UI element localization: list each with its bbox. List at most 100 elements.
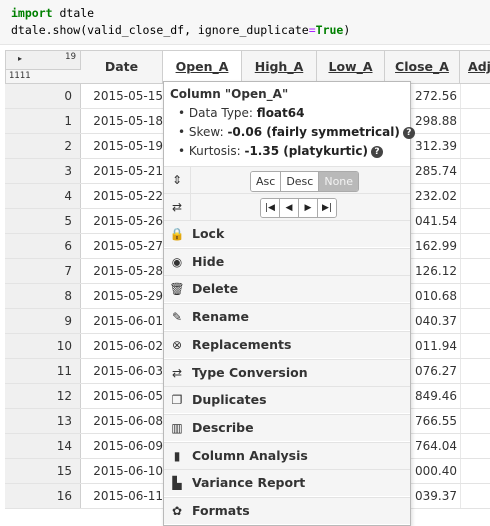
column-count: 19 <box>65 52 76 62</box>
sort-icon: ⇕ <box>164 167 191 193</box>
date-cell[interactable]: 2015-06-11 <box>93 489 163 503</box>
close-a-cell[interactable]: 764.04 <box>415 439 457 453</box>
close-a-cell[interactable]: 126.12 <box>415 264 457 278</box>
table-row[interactable]: 11 2015-06-03 076.27 <box>5 359 490 384</box>
sort-desc-button[interactable]: Desc <box>281 172 320 191</box>
date-cell[interactable]: 2015-05-18 <box>93 114 163 128</box>
move-last-button[interactable]: ▶| <box>318 199 336 217</box>
import-keyword: import <box>11 6 53 20</box>
row-index: 16 <box>5 484 81 508</box>
code-line-2: dtale.show(valid_close_df, ignore_duplic… <box>11 23 350 37</box>
date-cell[interactable]: 2015-05-29 <box>93 289 163 303</box>
close-a-cell[interactable]: 040.37 <box>415 314 457 328</box>
date-cell[interactable]: 2015-06-05 <box>93 389 163 403</box>
menu-item-variance-report[interactable]: ▙Variance Report <box>164 469 410 497</box>
date-cell[interactable]: 2015-05-22 <box>93 189 163 203</box>
menu-item-label: Formats <box>192 503 250 518</box>
menu-item-formats[interactable]: ✿Formats <box>164 497 410 524</box>
column-header-label: Open_A <box>175 59 229 74</box>
row-index: 8 <box>5 284 81 308</box>
row-index: 7 <box>5 259 81 283</box>
date-cell[interactable]: 2015-06-10 <box>93 464 163 478</box>
date-cell[interactable]: 2015-05-26 <box>93 214 163 228</box>
column-header-low-a[interactable]: Low_A <box>317 50 385 84</box>
menu-item-replacements[interactable]: ⊗Replacements <box>164 330 410 358</box>
menu-item-rename[interactable]: ✎Rename <box>164 303 410 331</box>
date-cell[interactable]: 2015-05-15 <box>93 89 163 103</box>
column-header-high-a[interactable]: High_A <box>242 50 317 84</box>
cell-divider <box>460 134 461 158</box>
menu-toggle-icon[interactable]: ▸ <box>18 54 23 63</box>
sort-none-button[interactable]: None <box>319 172 359 191</box>
close-a-cell[interactable]: 849.46 <box>415 389 457 403</box>
column-header-open-a[interactable]: Open_A <box>163 50 242 84</box>
move-row: ⇄ |◀ ◀ ▶ ▶| <box>164 193 410 220</box>
equals-operator: = <box>308 23 316 37</box>
close-a-cell[interactable]: 011.94 <box>415 339 457 353</box>
replace-icon: ⊗ <box>171 337 183 352</box>
menu-item-label: Rename <box>192 309 249 325</box>
sort-asc-button[interactable]: Asc <box>251 172 282 191</box>
close-a-cell[interactable]: 312.39 <box>415 139 457 153</box>
close-a-cell[interactable]: 232.02 <box>415 189 457 203</box>
date-cell[interactable]: 2015-06-03 <box>93 364 163 378</box>
column-header-adj[interactable]: Adj <box>460 50 490 84</box>
sort-button-group: Asc Desc None <box>250 171 360 192</box>
date-cell[interactable]: 2015-06-02 <box>93 339 163 353</box>
menu-item-hide[interactable]: ◉Hide <box>164 247 410 275</box>
menu-item-lock[interactable]: 🔒Lock <box>164 220 410 247</box>
cell-divider <box>460 384 461 408</box>
column-header-date[interactable]: Date <box>81 50 163 84</box>
close-a-cell[interactable]: 162.99 <box>415 239 457 253</box>
close-a-cell[interactable]: 041.54 <box>415 214 457 228</box>
cell-divider <box>460 359 461 383</box>
date-cell[interactable]: 2015-05-28 <box>93 264 163 278</box>
menu-item-label: Lock <box>192 226 225 241</box>
column-menu: Column "Open_A" • Data Type: float64 • S… <box>163 81 415 526</box>
menu-item-column-analysis[interactable]: ▮Column Analysis <box>164 441 410 469</box>
menu-item-type-conversion[interactable]: ⇄Type Conversion <box>164 358 410 386</box>
column-header-close-a[interactable]: Close_A <box>385 50 460 84</box>
close-a-cell[interactable]: 298.88 <box>415 114 457 128</box>
table-row[interactable]: 8 2015-05-29 010.68 <box>5 284 490 309</box>
date-cell[interactable]: 2015-05-21 <box>93 164 163 178</box>
close-a-cell[interactable]: 076.27 <box>415 364 457 378</box>
move-first-button[interactable]: |◀ <box>261 199 280 217</box>
help-icon[interactable]: ? <box>402 126 415 139</box>
close-a-cell[interactable]: 272.56 <box>415 89 457 103</box>
cell-divider <box>460 234 461 258</box>
row-count: 1111 <box>6 69 82 83</box>
close-a-cell[interactable]: 000.40 <box>415 464 457 478</box>
close-a-cell[interactable]: 010.68 <box>415 289 457 303</box>
help-icon[interactable]: ? <box>370 145 383 158</box>
menu-item-label: Delete <box>192 281 239 297</box>
move-right-button[interactable]: ▶ <box>299 199 318 217</box>
row-index: 11 <box>5 359 81 383</box>
menu-item-describe[interactable]: ▥Describe <box>164 413 410 441</box>
cell-divider <box>460 159 461 183</box>
menu-item-duplicates[interactable]: ❐Duplicates <box>164 386 410 414</box>
close-a-cell[interactable]: 766.55 <box>415 414 457 428</box>
menu-item-delete[interactable]: 🗑Delete <box>164 275 410 303</box>
date-cell[interactable]: 2015-06-01 <box>93 314 163 328</box>
date-cell[interactable]: 2015-06-08 <box>93 414 163 428</box>
move-left-button[interactable]: ◀ <box>280 199 299 217</box>
sort-row: ⇕ Asc Desc None <box>164 166 410 193</box>
code-cell[interactable]: import dtale dtale.show(valid_close_df, … <box>0 0 490 45</box>
close-a-cell[interactable]: 285.74 <box>415 164 457 178</box>
grid-corner[interactable]: ▸ 19 1111 <box>5 50 82 84</box>
kurtosis-label: Kurtosis: <box>188 144 245 158</box>
column-header-label: Close_A <box>395 59 449 74</box>
move-button-group: |◀ ◀ ▶ ▶| <box>260 198 337 218</box>
menu-item-label: Type Conversion <box>192 364 308 380</box>
row-index: 9 <box>5 309 81 333</box>
date-cell[interactable]: 2015-05-27 <box>93 239 163 253</box>
row-index: 0 <box>5 84 81 108</box>
table-row[interactable]: 7 2015-05-28 126.12 <box>5 259 490 284</box>
date-cell[interactable]: 2015-06-09 <box>93 439 163 453</box>
skew-line: • Skew: -0.06 (fairly symmetrical)? <box>178 125 415 139</box>
close-a-cell[interactable]: 039.37 <box>415 489 457 503</box>
date-cell[interactable]: 2015-05-19 <box>93 139 163 153</box>
